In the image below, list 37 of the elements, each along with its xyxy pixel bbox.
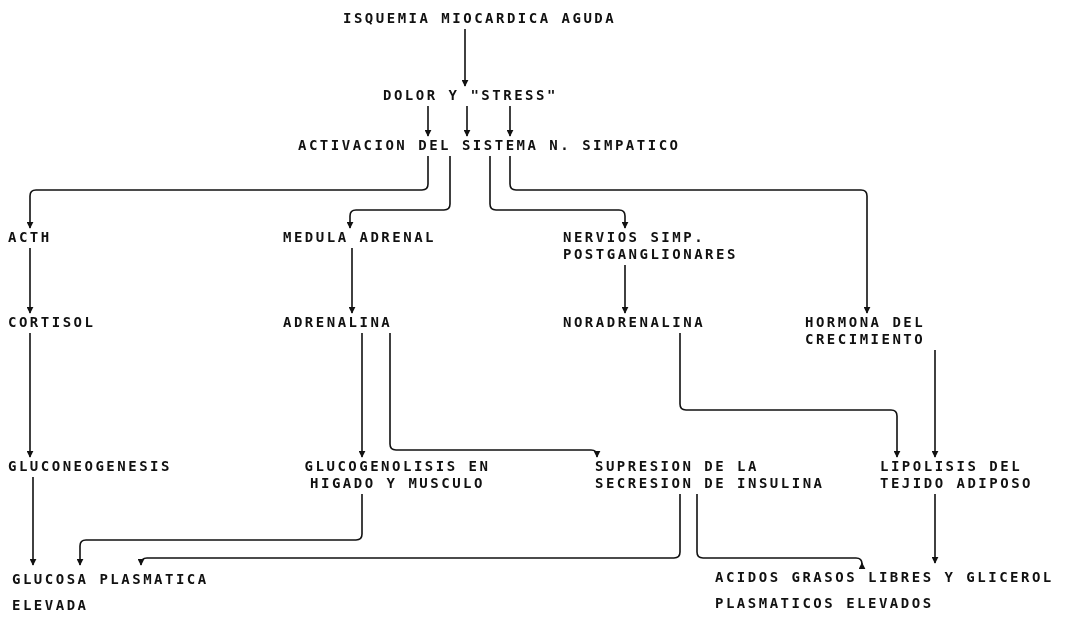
arrow [931,349,939,458]
node-label: GLUCOSA PLASMATICA ELEVADA [12,570,210,615]
arrow [489,155,629,229]
arrow [76,493,363,566]
node-label: ACTH [8,229,52,246]
arrow [696,493,866,570]
arrow [621,264,629,314]
arrow [506,105,514,137]
node-label: GLUCOGENOLISIS EN HIGADO Y MUSCULO [303,458,492,492]
arrow [424,105,432,137]
node-label: ISQUEMIA MIOCARDICA AGUDA [343,10,617,27]
arrow [348,247,356,314]
arrow [931,493,939,564]
node-label: ACIDOS GRASOS LIBRES Y GLICEROL PLASMATICOS ELEVADOS [715,568,1055,613]
node-label: CORTISOL [8,314,96,331]
node-label: LIPOLISIS DEL TEJIDO ADIPOSO [880,458,1034,492]
node-label: MEDULA ADRENAL [283,229,436,246]
node-label: ADRENALINA [283,314,393,331]
arrow [29,476,37,566]
arrow [461,28,469,87]
arrow [137,493,681,566]
arrow [509,155,871,314]
node-label: NORADRENALINA [563,314,706,331]
node-label: DOLOR Y "STRESS" [383,87,558,104]
arrow [358,332,366,458]
arrow [679,332,901,458]
node-label: GLUCONEOGENESIS [8,458,172,475]
arrow [389,332,601,458]
node-label: NERVIOS SIMP. POSTGANGLIONARES [563,229,733,263]
arrow [26,247,34,314]
arrow [26,332,34,458]
node-label: HORMONA DEL CRECIMIENTO [805,314,927,348]
arrow [463,105,471,137]
arrow [346,155,451,229]
node-label: SUPRESION DE LA SECRESION DE INSULINA [595,458,826,492]
arrow [26,155,429,229]
node-label: ACTIVACION DEL SISTEMA N. SIMPATICO [298,137,681,154]
